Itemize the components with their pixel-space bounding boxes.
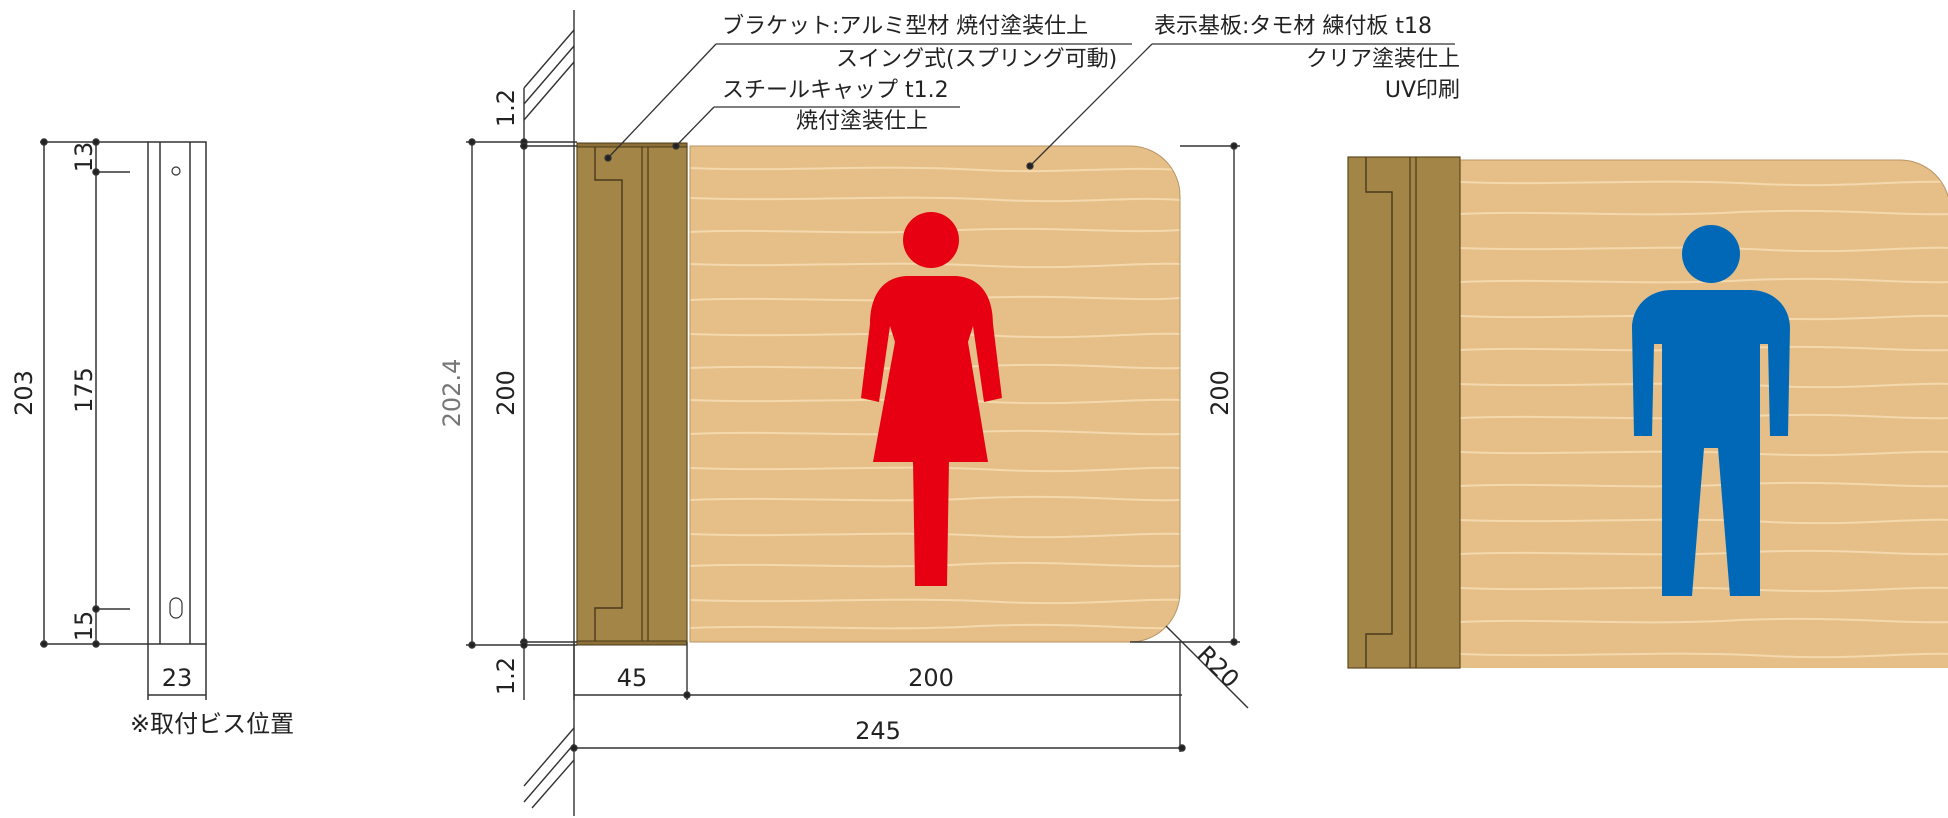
dim-bracket-width: 23 xyxy=(161,664,193,692)
bracket-profile xyxy=(1365,157,1393,668)
dim-overall-height: 202.4 xyxy=(438,358,466,428)
bracket-body xyxy=(576,145,688,643)
screw-slot-bottom xyxy=(169,597,183,619)
board-callout-line2: クリア塗装仕上 xyxy=(1305,47,1460,72)
wood-grain xyxy=(690,166,1180,630)
bracket-callout-line2: スイング式(スプリング可動) xyxy=(836,47,1118,72)
callout-leaders xyxy=(604,43,1455,170)
steel-cap-bottom xyxy=(576,640,688,646)
board-callout-line3: UV印刷 xyxy=(1384,78,1460,103)
male-pictogram-icon xyxy=(1632,225,1790,596)
dim-board-width: 200 xyxy=(908,664,954,692)
cap-callout-line2: 焼付塗装仕上 xyxy=(796,109,929,134)
wall xyxy=(523,10,575,816)
dim-total-width: 245 xyxy=(855,717,901,745)
dim-cap-bottom: 1.2 xyxy=(492,656,520,696)
bracket-body xyxy=(1347,156,1461,669)
dim-bracket-overall: 203 xyxy=(10,370,38,416)
steel-cap-top xyxy=(576,142,688,148)
sign-b xyxy=(1347,156,1948,669)
dim-bracket-middle: 175 xyxy=(70,367,98,413)
screw-hole-top xyxy=(171,166,181,176)
dim-cap-top: 1.2 xyxy=(492,88,520,128)
cap-callout-line1: スチールキャップ t1.2 xyxy=(722,78,949,103)
bracket-profile xyxy=(594,146,623,642)
dim-bracket-bottom: 15 xyxy=(70,610,98,642)
dim-board-height: 200 xyxy=(492,370,520,416)
female-pictogram-icon xyxy=(861,212,1002,586)
bracket-detail xyxy=(40,138,207,700)
dim-bracket-width-45: 45 xyxy=(616,664,648,692)
bracket-callout-line1: ブラケット:アルミ型材 焼付塗装仕上 xyxy=(722,14,1089,39)
sign-a-dimensions xyxy=(466,88,1249,752)
dim-right-height: 200 xyxy=(1206,370,1234,416)
board-callout-line1: 表示基板:タモ材 練付板 t18 xyxy=(1154,14,1433,39)
sign-a xyxy=(576,142,1181,646)
dim-bracket-top: 13 xyxy=(70,141,98,173)
screw-position-note: ※取付ビス位置 xyxy=(130,710,295,738)
